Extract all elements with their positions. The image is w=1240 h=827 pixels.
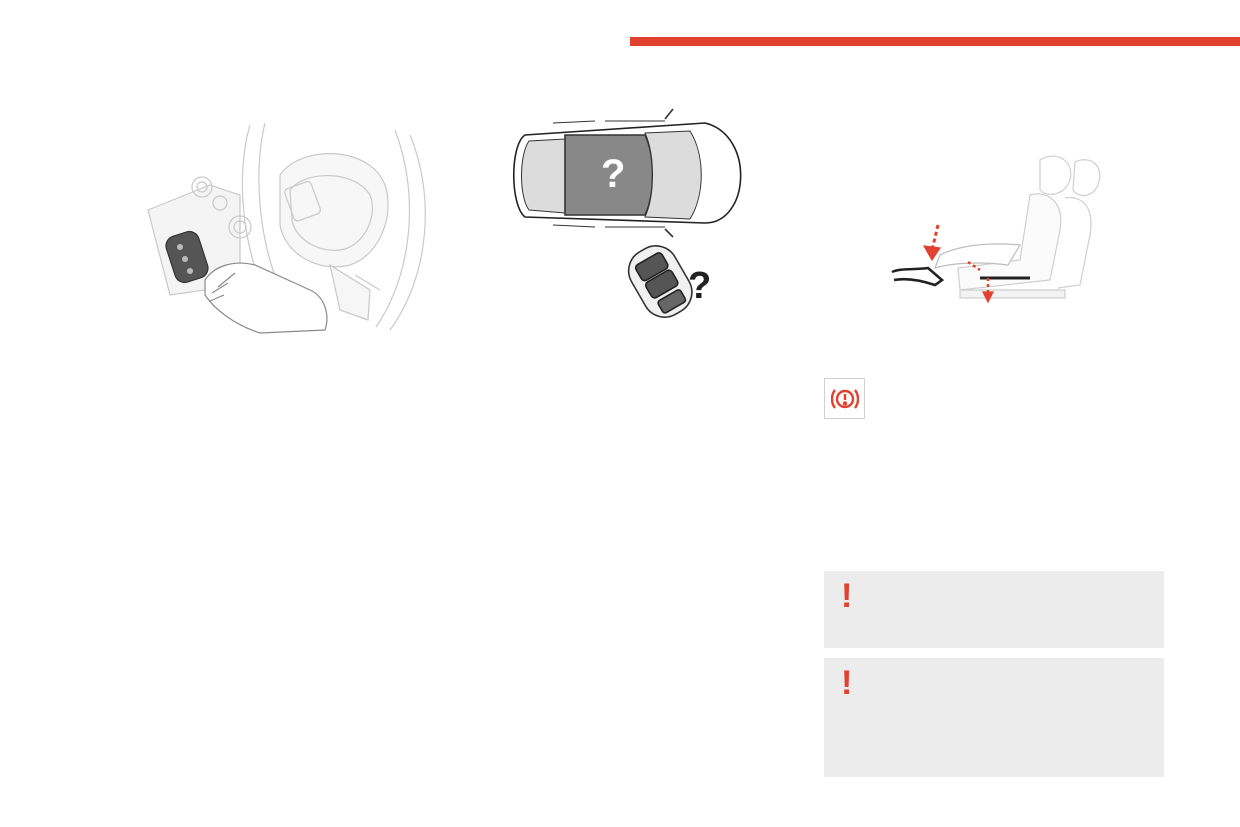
warning-note-box: ! — [824, 571, 1164, 648]
car-key-illustration: ? ? — [505, 105, 760, 335]
warning-exclamation-icon: ! — [841, 664, 853, 702]
seat-brake-illustration — [880, 150, 1110, 310]
section-header-bar — [630, 37, 1240, 46]
steering-key-illustration — [140, 115, 440, 345]
warning-note-box: ! — [824, 658, 1164, 777]
car-question-mark: ? — [601, 152, 626, 196]
brake-warning-light-icon — [824, 378, 865, 419]
key-question-mark: ? — [688, 265, 712, 307]
warning-exclamation-icon: ! — [841, 577, 853, 615]
